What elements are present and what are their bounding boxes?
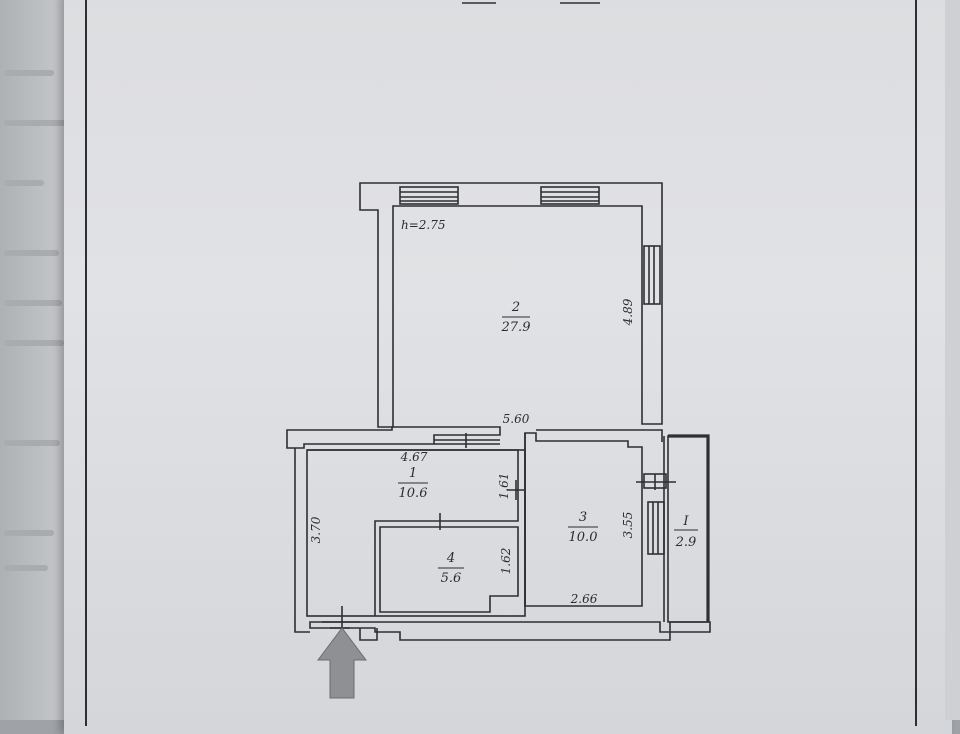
dim-room3-right: 3.55	[621, 512, 635, 539]
room-3-area: 10.0	[569, 530, 598, 545]
room-1-area: 10.6	[399, 486, 428, 501]
dim-room2-right: 4.89	[621, 298, 635, 326]
dim-room1-divider: 1.61	[497, 473, 511, 500]
page-frame	[85, 0, 917, 726]
wall-room-4	[379, 526, 519, 613]
balcony-area: 2.9	[675, 535, 697, 550]
document-page	[64, 0, 952, 734]
entrance-arrow-icon	[317, 627, 367, 699]
dim-room3-bottom: 2.66	[570, 592, 598, 606]
wall-room-2	[359, 182, 663, 428]
room-4-number: 4	[446, 551, 455, 566]
ceiling-height-label: h=2.75	[401, 218, 446, 232]
dim-room1-top: 4.67	[400, 450, 428, 464]
dim-room4-right: 1.62	[499, 548, 513, 575]
room-2-area: 27.9	[501, 320, 531, 335]
room-1-number: 1	[409, 466, 417, 481]
balcony-number: I	[682, 514, 689, 529]
room-3-number: 3	[579, 510, 587, 525]
room-4-area: 5.6	[441, 571, 462, 586]
wall-balcony	[667, 435, 709, 623]
wall-room-3	[524, 432, 643, 607]
page-edge	[945, 0, 960, 720]
dim-room2-bottom: 5.60	[503, 412, 530, 426]
dim-room1-left: 3.70	[309, 516, 323, 543]
room-2-number: 2	[511, 300, 520, 315]
